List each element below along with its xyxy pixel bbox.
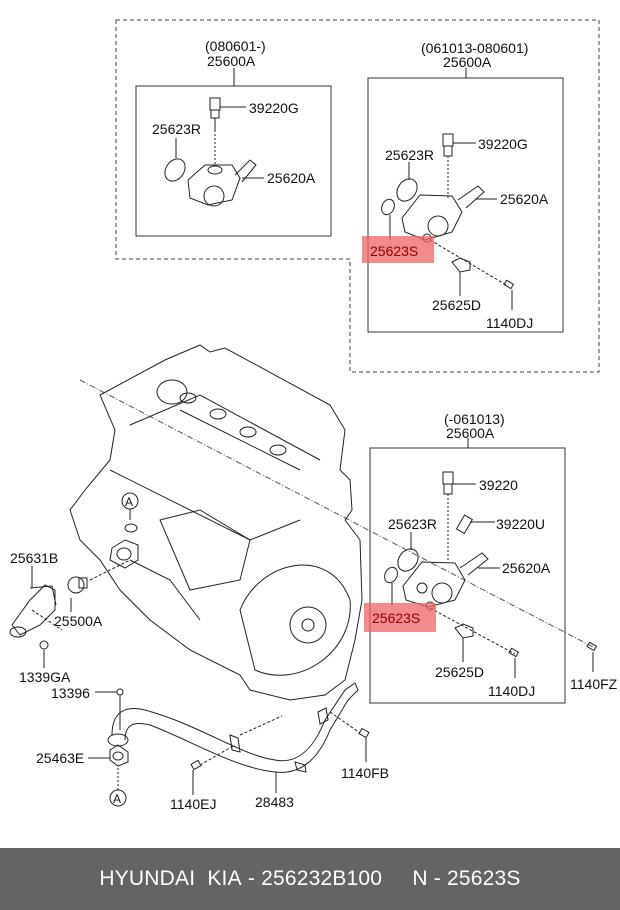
diagram-drawing: [9, 19, 600, 807]
nut-ga-label[interactable]: 1339GA: [19, 669, 71, 685]
panel2-parts: [381, 133, 515, 310]
thermostat-label[interactable]: 25500A: [54, 613, 103, 629]
lower-housing-label[interactable]: 25620A: [502, 560, 551, 576]
panel1-parts: [164, 97, 264, 207]
lower-sensor2-label[interactable]: 39220U: [496, 516, 546, 532]
bolt-fb-label[interactable]: 1140FB: [341, 765, 389, 781]
bolt-fz-label[interactable]: 1140FZ: [570, 676, 618, 692]
panel2-date-range: (061013-080601): [421, 40, 529, 56]
pipe-label[interactable]: 28483: [255, 794, 294, 810]
panel2-bracket-label[interactable]: 25625D: [432, 297, 482, 313]
lower-bolt-label[interactable]: 1140DJ: [488, 683, 536, 699]
ref-a-top-marker: A: [125, 495, 134, 509]
panel1-sensor-label[interactable]: 39220G: [249, 100, 299, 116]
panel2-bolt-label[interactable]: 1140DJ: [486, 315, 534, 331]
part-number-footer: HYUNDAI KIA - 256232B100 N - 25623S: [0, 848, 620, 910]
lower-bracket-label[interactable]: 25625D: [435, 664, 485, 680]
lower-highlight-box: [364, 603, 436, 632]
lower-oring-small-label[interactable]: 25623S: [372, 610, 421, 626]
panel2-oring-large-label[interactable]: 25623R: [385, 147, 435, 163]
nut-13396-label[interactable]: 13396: [51, 685, 90, 701]
panel1-assembly-label[interactable]: 25600A: [207, 53, 256, 69]
pipe-group: [88, 682, 370, 807]
lower-assembly-label[interactable]: 25600A: [446, 425, 495, 441]
panel2-assembly-label[interactable]: 25600A: [443, 54, 492, 70]
panel2-oring-small-label[interactable]: 25623S: [370, 243, 419, 259]
lower-sensor1-label[interactable]: 39220: [479, 477, 518, 493]
engine-block: [69, 344, 363, 701]
footer-gap: [382, 867, 412, 891]
panel2-housing-label[interactable]: 25620A: [500, 191, 549, 207]
footer-oem-number: 256232B100: [261, 867, 383, 890]
outlet-label[interactable]: 25631B: [10, 550, 59, 566]
panel2-sensor-label[interactable]: 39220G: [478, 136, 528, 152]
footer-ref-number: 25623S: [447, 867, 521, 890]
ref-a-bottom-marker: A: [113, 792, 122, 806]
lower-panel-parts: [79, 379, 598, 678]
bolt-ej-label[interactable]: 1140EJ: [170, 796, 217, 812]
outlet-group: [9, 492, 139, 668]
panel1-oring-large-label[interactable]: 25623R: [152, 121, 202, 137]
footer-brand: HYUNDAI KIA: [99, 867, 242, 890]
footer-separator-2: -: [427, 867, 448, 890]
panel1-housing-label[interactable]: 25620A: [267, 170, 316, 186]
lower-date-range: (-061013): [444, 411, 505, 427]
footer-separator-1: -: [241, 867, 262, 890]
panel2-highlight-box: [362, 236, 434, 263]
lower-oring-large-label[interactable]: 25623R: [388, 516, 438, 532]
footer-n-prefix: N: [412, 867, 428, 890]
gasket-label[interactable]: 25463E: [36, 750, 85, 766]
panel1-date-range: (080601-): [205, 38, 266, 54]
panel-box-080601: [135, 85, 332, 237]
dashed-group-outline: [115, 19, 600, 373]
parts-diagram: (080601-) 25600A 39220G 25623R 25620A (0…: [9, 19, 618, 812]
